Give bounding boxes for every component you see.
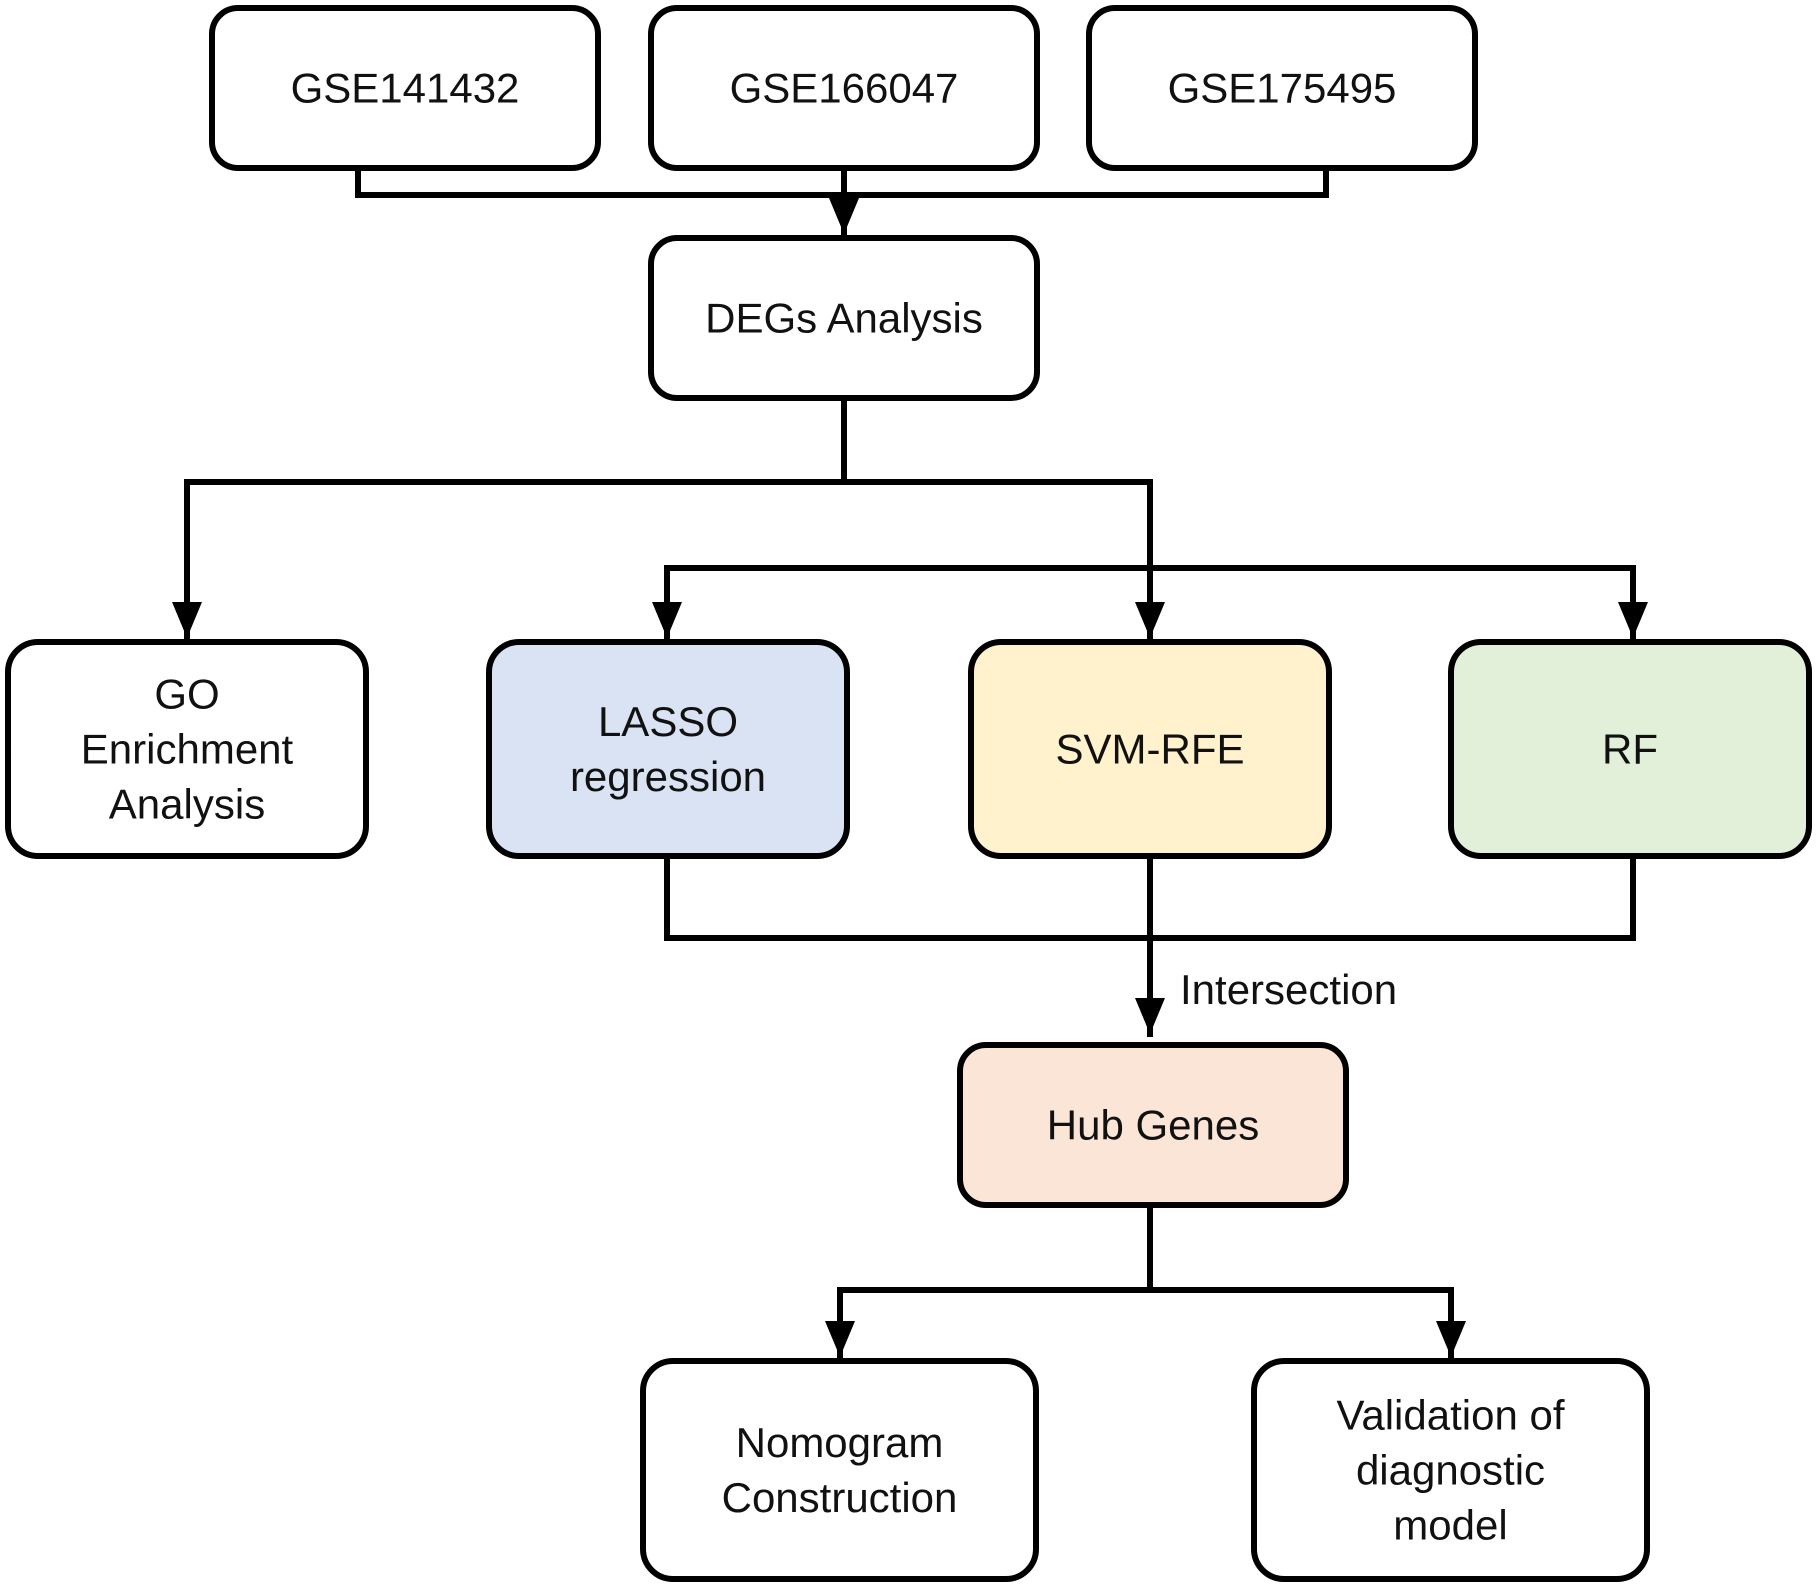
node-gse175495: GSE175495 xyxy=(1086,5,1478,171)
node-lasso-regression: LASSO regression xyxy=(486,639,850,859)
node-degs-analysis: DEGs Analysis xyxy=(648,235,1040,401)
hub-label-line: Hub Genes xyxy=(1047,1102,1259,1149)
node-svm-rfe: SVM-RFE xyxy=(968,639,1332,859)
node-validation-diagnostic-model: Validation of diagnostic model xyxy=(1251,1358,1650,1582)
node-rf: RF xyxy=(1448,639,1812,859)
nomogram-label-line: Nomogram xyxy=(736,1419,944,1466)
node-gse166047: GSE166047 xyxy=(648,5,1040,171)
go-label-line: GO xyxy=(154,671,219,718)
degs-label-line: DEGs Analysis xyxy=(705,295,983,342)
lasso-label-line: LASSO xyxy=(598,698,738,745)
intersection-label: Intersection xyxy=(1180,966,1397,1013)
validation-label-line: Validation of xyxy=(1336,1392,1564,1439)
go-label-line: Enrichment xyxy=(81,726,294,773)
rf-label-line: RF xyxy=(1602,726,1658,773)
svm-label-line: SVM-RFE xyxy=(1056,726,1245,773)
gse166047-label-line: GSE166047 xyxy=(730,65,959,112)
node-gse141432: GSE141432 xyxy=(209,5,601,171)
node-hub-genes: Hub Genes xyxy=(957,1042,1349,1208)
gse175495-label-line: GSE175495 xyxy=(1168,65,1397,112)
nodes: GSE141432 GSE166047 GSE175495 DEGs Analy… xyxy=(5,5,1812,1582)
edges: Intersection xyxy=(172,165,1648,1360)
validation-label-line: model xyxy=(1393,1502,1507,1549)
nomogram-label-line: Construction xyxy=(722,1474,958,1521)
validation-label-line: diagnostic xyxy=(1356,1447,1545,1494)
gse141432-label-line: GSE141432 xyxy=(291,65,520,112)
lasso-label-line: regression xyxy=(570,753,766,800)
go-label-line: Analysis xyxy=(109,781,265,828)
